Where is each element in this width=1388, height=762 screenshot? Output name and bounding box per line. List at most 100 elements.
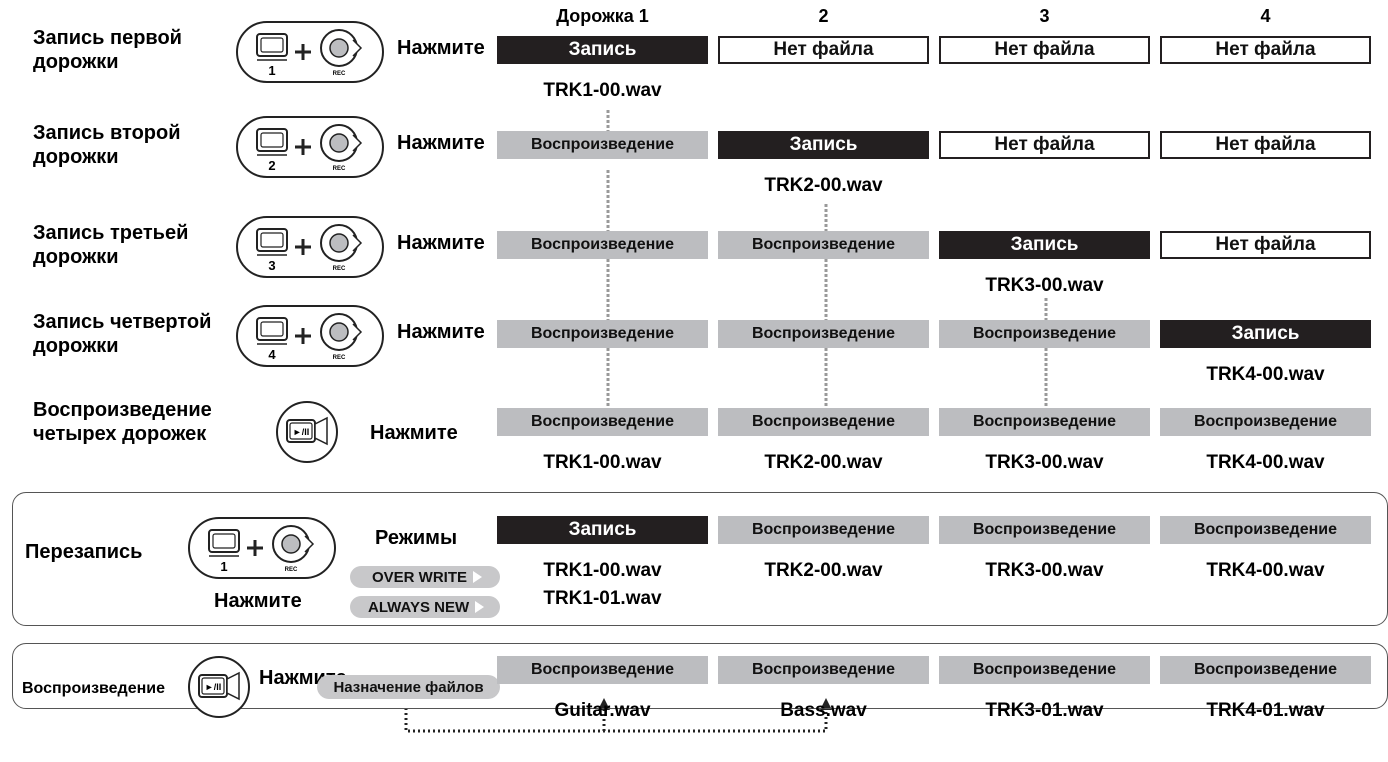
row-0-cell-track-1: Запись: [497, 36, 708, 64]
track-button-number: 1: [268, 63, 275, 78]
row-label-1: Запись первой дорожки: [33, 26, 182, 74]
press-label: Нажмите: [397, 232, 485, 254]
track-rec-button-combo[interactable]: 4 REC: [235, 304, 385, 373]
row-2-cell-track-2: Воспроизведение: [718, 231, 929, 259]
row-label-4: Запись четвертой дорожки: [33, 310, 211, 358]
rec-label: REC: [333, 71, 346, 77]
rec-label: REC: [333, 266, 346, 272]
row-label-line: Запись третьей: [33, 222, 189, 244]
overwrite-label: Перезапись: [25, 541, 143, 563]
playback-file-track-1: Guitar.wav: [554, 700, 651, 721]
track-button-number: 4: [268, 347, 276, 362]
row-0-cell-track-2: Нет файла: [718, 36, 929, 64]
row-label-3: Запись третьей дорожки: [33, 221, 188, 269]
row-label-line: дорожки: [33, 146, 119, 168]
row-label-2: Запись второй дорожки: [33, 121, 181, 169]
mode-always-new[interactable]: ALWAYS NEW: [350, 596, 500, 618]
file-assignment-badge[interactable]: Назначение файлов: [317, 675, 500, 699]
row-label-line: дорожки: [33, 51, 119, 73]
row-0-cell-track-4: Нет файла: [1160, 36, 1371, 64]
row-1-cell-track-2: Запись: [718, 131, 929, 159]
playback-cell-track-1: Воспроизведение: [497, 656, 708, 684]
button-combo-icon: 3 REC: [236, 216, 384, 278]
track-rec-button-combo[interactable]: 1 REC: [235, 20, 385, 89]
row-label-line: четырех дорожек: [33, 423, 207, 445]
press-label: Нажмите: [397, 132, 485, 154]
button-combo-icon: 4 REC: [236, 305, 384, 367]
row-label-line: Запись второй: [33, 122, 181, 144]
row-2-cell-track-1: Воспроизведение: [497, 231, 708, 259]
modes-label: Режимы: [375, 527, 458, 549]
svg-text:►/II: ►/II: [293, 427, 309, 437]
row-label-line: Запись первой: [33, 27, 182, 49]
row-3-cell-track-1: Воспроизведение: [497, 320, 708, 348]
playback-label: Воспроизведение: [22, 680, 165, 697]
row-1-cell-track-4: Нет файла: [1160, 131, 1371, 159]
playback-file-track-2: Bass.wav: [780, 700, 867, 721]
row-4-cell-track-2: Воспроизведение: [718, 408, 929, 436]
play-pause-icon: ►/II: [276, 401, 338, 463]
row-4-cell-track-1: Воспроизведение: [497, 408, 708, 436]
track-button-number: 1: [220, 559, 227, 574]
button-combo-icon: 1 REC: [236, 21, 384, 83]
column-header-2: 2: [818, 6, 829, 26]
play-pause-button[interactable]: ►/II: [187, 655, 251, 724]
row-2-cell-track-3: Запись: [939, 231, 1150, 259]
svg-text:►/II: ►/II: [205, 682, 221, 692]
play-pause-icon: ►/II: [188, 656, 250, 718]
track-rec-button-combo[interactable]: 1 REC: [187, 516, 337, 585]
overwrite-file-track-3: TRK3-00.wav: [985, 560, 1104, 581]
file-assignment-label: Назначение файлов: [333, 678, 484, 696]
row-4-file-track-1: TRK1-00.wav: [543, 452, 662, 473]
arrow-right-icon: [473, 571, 483, 583]
track-button-number: 2: [268, 158, 275, 173]
row-label-line: Воспроизведение: [33, 399, 212, 421]
rec-label: REC: [333, 355, 346, 361]
press-label: Нажмите: [397, 37, 485, 59]
row-label-5: Воспроизведение четырех дорожек: [33, 398, 212, 446]
row-3-cell-track-3: Воспроизведение: [939, 320, 1150, 348]
overwrite-file2-track-1: TRK1-01.wav: [543, 588, 662, 609]
button-combo-icon: 2 REC: [236, 116, 384, 178]
overwrite-cell-track-1: Запись: [497, 516, 708, 544]
button-combo-icon: 1 REC: [188, 517, 336, 579]
row-1-cell-track-1: Воспроизведение: [497, 131, 708, 159]
row-label-line: дорожки: [33, 335, 119, 357]
playback-cell-track-2: Воспроизведение: [718, 656, 929, 684]
row-4-file-track-4: TRK4-00.wav: [1206, 452, 1325, 473]
track-rec-button-combo[interactable]: 2 REC: [235, 115, 385, 184]
mode-over-write-label: OVER WRITE: [372, 568, 468, 586]
row-0-file-track-1: TRK1-00.wav: [543, 80, 662, 101]
arrow-right-icon: [475, 601, 485, 613]
row-1-file-track-2: TRK2-00.wav: [764, 175, 883, 196]
row-1-cell-track-3: Нет файла: [939, 131, 1150, 159]
overwrite-file-track-1: TRK1-00.wav: [543, 560, 662, 581]
mode-over-write[interactable]: OVER WRITE: [350, 566, 500, 588]
row-4-file-track-3: TRK3-00.wav: [985, 452, 1104, 473]
row-label-line: дорожки: [33, 246, 119, 268]
track-rec-button-combo[interactable]: 3 REC: [235, 215, 385, 284]
playback-cell-track-4: Воспроизведение: [1160, 656, 1371, 684]
row-3-cell-track-4: Запись: [1160, 320, 1371, 348]
playback-file-track-3: TRK3-01.wav: [985, 700, 1104, 721]
press-label: Нажмите: [370, 422, 458, 444]
column-header-4: 4: [1260, 6, 1271, 26]
track-button-number: 3: [268, 258, 275, 273]
playback-cell-track-3: Воспроизведение: [939, 656, 1150, 684]
row-4-cell-track-4: Воспроизведение: [1160, 408, 1371, 436]
rec-label: REC: [285, 567, 298, 573]
press-label: Нажмите: [214, 590, 302, 612]
row-0-cell-track-3: Нет файла: [939, 36, 1150, 64]
column-header-1: Дорожка 1: [556, 6, 649, 26]
mode-always-new-label: ALWAYS NEW: [368, 598, 470, 616]
overwrite-cell-track-2: Воспроизведение: [718, 516, 929, 544]
row-2-cell-track-4: Нет файла: [1160, 231, 1371, 259]
row-3-file-track-4: TRK4-00.wav: [1206, 364, 1325, 385]
row-4-file-track-2: TRK2-00.wav: [764, 452, 883, 473]
playback-file-track-4: TRK4-01.wav: [1206, 700, 1325, 721]
overwrite-cell-track-3: Воспроизведение: [939, 516, 1150, 544]
play-pause-button[interactable]: ►/II: [275, 400, 339, 469]
row-2-file-track-3: TRK3-00.wav: [985, 275, 1104, 296]
rec-label: REC: [333, 166, 346, 172]
